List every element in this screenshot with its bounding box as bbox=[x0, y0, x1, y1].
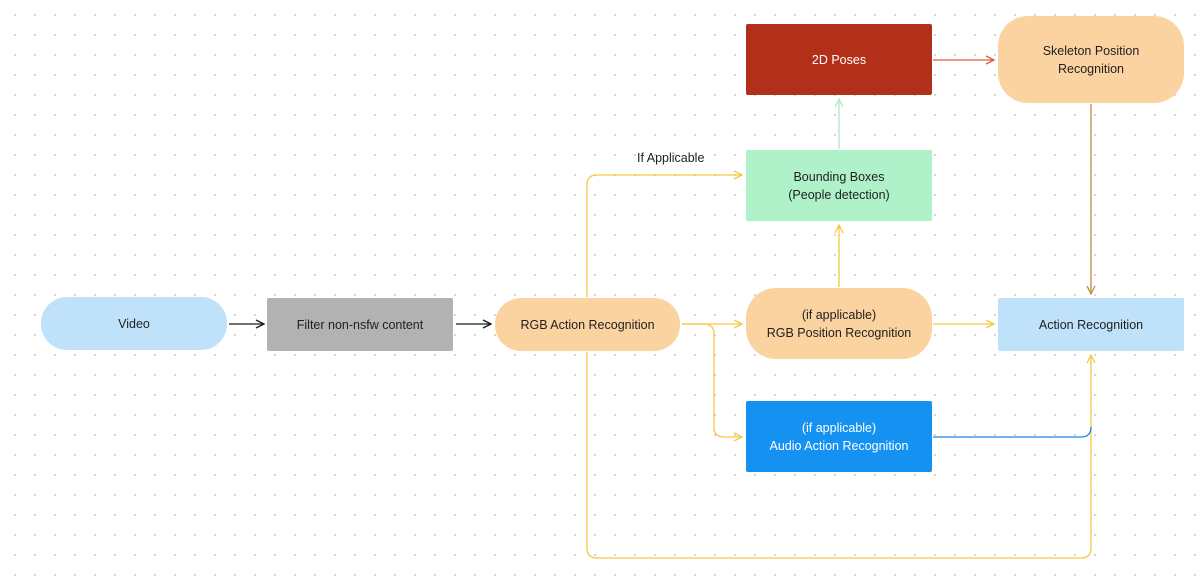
node-skeleton-position-recognition[interactable]: Skeleton Position Recognition bbox=[998, 16, 1184, 103]
edge-rgb-action-to-bounding-boxes bbox=[586, 175, 742, 297]
edge-audio-to-action-recognition bbox=[933, 426, 1092, 438]
node-action-recognition[interactable]: Action Recognition bbox=[998, 298, 1184, 351]
node-skeleton-line1: Skeleton Position bbox=[1042, 43, 1140, 58]
edge-label-if-applicable: If Applicable bbox=[637, 151, 705, 165]
node-video[interactable]: Video bbox=[41, 297, 227, 350]
node-rgb-position-line1: (if applicable) bbox=[801, 307, 877, 322]
node-audio-line1: (if applicable) bbox=[801, 420, 877, 435]
node-rgb-action-recognition[interactable]: RGB Action Recognition bbox=[495, 298, 680, 351]
node-skeleton-line2: Recognition bbox=[1057, 61, 1124, 76]
node-bounding-boxes-line1: Bounding Boxes bbox=[793, 169, 885, 184]
node-rgb-position-line2: RGB Position Recognition bbox=[766, 325, 912, 340]
node-audio-action-recognition[interactable]: (if applicable) Audio Action Recognition bbox=[746, 401, 932, 472]
node-rgb-action-label: RGB Action Recognition bbox=[520, 317, 655, 332]
node-filter-non-nsfw[interactable]: Filter non-nsfw content bbox=[267, 298, 453, 351]
node-rgb-position-recognition[interactable]: (if applicable) RGB Position Recognition bbox=[746, 288, 932, 359]
edge-rgb-action-to-action-recognition bbox=[586, 352, 1091, 559]
node-2d-poses[interactable]: 2D Poses bbox=[746, 24, 932, 95]
node-bounding-boxes[interactable]: Bounding Boxes (People detection) bbox=[746, 150, 932, 221]
node-video-label: Video bbox=[118, 316, 150, 331]
node-filter-label: Filter non-nsfw content bbox=[296, 317, 424, 332]
node-audio-line2: Audio Action Recognition bbox=[769, 438, 909, 453]
node-2d-poses-label: 2D Poses bbox=[811, 52, 867, 67]
edge-rgb-action-to-audio-action bbox=[682, 323, 742, 437]
node-action-recognition-label: Action Recognition bbox=[1038, 317, 1144, 332]
node-bounding-boxes-line2: (People detection) bbox=[788, 187, 890, 202]
